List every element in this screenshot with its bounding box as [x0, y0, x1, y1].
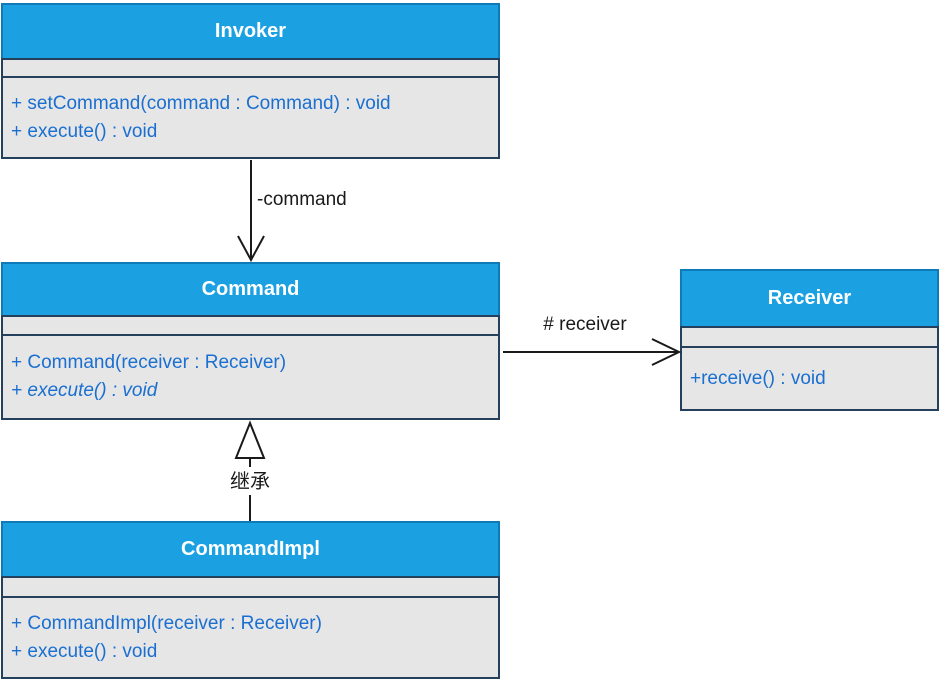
class-methods-command: + Command(receiver : Receiver) + execute… [1, 334, 500, 420]
class-attributes-command [1, 315, 500, 336]
class-attributes-receiver [680, 326, 939, 348]
class-title-commandimpl: CommandImpl [1, 521, 500, 578]
class-title-receiver: Receiver [680, 269, 939, 328]
edge-command-receiver-association [503, 338, 682, 366]
class-node-receiver: Receiver +receive() : void [680, 269, 939, 411]
method-command-execute-abstract: + execute() : void [11, 380, 158, 401]
class-attributes-invoker [1, 58, 500, 78]
class-title-command: Command [1, 262, 500, 317]
class-methods-commandimpl: + CommandImpl(receiver : Receiver) + exe… [1, 596, 500, 679]
method-commandimpl-constructor: + CommandImpl(receiver : Receiver) [11, 612, 322, 634]
class-methods-receiver: +receive() : void [680, 346, 939, 411]
method-command-constructor: + Command(receiver : Receiver) [11, 352, 287, 373]
edge-label-command: -command [257, 189, 347, 210]
method-invoker-execute: + execute() : void [11, 120, 158, 142]
method-receive: +receive() : void [690, 367, 826, 389]
class-attributes-commandimpl [1, 576, 500, 598]
class-methods-invoker: + setCommand(command : Command) : void +… [1, 76, 500, 159]
edge-label-receiver: # receiver [543, 314, 627, 335]
method-commandimpl-execute: + execute() : void [11, 640, 158, 662]
edge-label-inheritance: 继承 [230, 471, 270, 493]
class-title-invoker: Invoker [1, 3, 500, 60]
class-node-commandimpl: CommandImpl + CommandImpl(receiver : Rec… [1, 521, 500, 679]
class-node-invoker: Invoker + setCommand(command : Command) … [1, 3, 500, 159]
class-node-command: Command + Command(receiver : Receiver) +… [1, 262, 500, 420]
method-setcommand: + setCommand(command : Command) : void [11, 92, 391, 114]
